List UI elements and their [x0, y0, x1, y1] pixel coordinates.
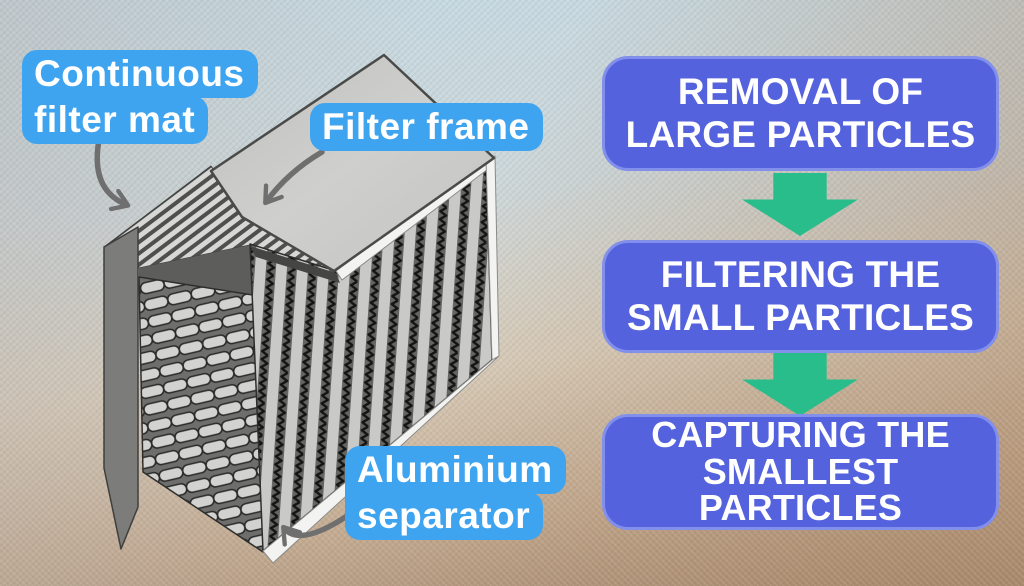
filter-side-panel	[103, 226, 139, 550]
label-line: Filter frame	[310, 103, 543, 151]
flow-step-removal: REMOVAL OF LARGE PARTICLES	[602, 56, 999, 171]
flow-step-line: CAPTURING THE	[651, 413, 950, 455]
flow-step-line: SMALL PARTICLES	[627, 296, 974, 338]
label-line: separator	[345, 492, 544, 540]
flow-step-line: SMALLEST	[702, 450, 899, 492]
label-aluminium-separator: Aluminium separator	[345, 446, 566, 540]
label-line: Aluminium	[345, 446, 566, 494]
flow-step-line: REMOVAL OF	[677, 70, 924, 112]
label-continuous-filter-mat: Continuous filter mat	[22, 50, 258, 144]
flow-step-line: PARTICLES	[698, 487, 903, 529]
mat-shadow-wedge	[139, 245, 259, 296]
label-line: Continuous	[22, 50, 258, 98]
pointer-arrow-icon	[281, 511, 353, 547]
frame-top-shadow	[250, 246, 340, 283]
pointer-arrow-icon	[263, 149, 325, 206]
label-filter-frame: Filter frame	[310, 103, 543, 151]
pointer-arrow-icon	[94, 137, 131, 212]
label-line: filter mat	[22, 96, 209, 144]
flow-step-line: FILTERING THE	[660, 253, 941, 295]
flow-step-line: LARGE PARTICLES	[625, 113, 976, 155]
flow-step-capturing: CAPTURING THE SMALLEST PARTICLES	[602, 414, 999, 530]
filter-mat-face	[138, 276, 264, 553]
flow-step-filtering: FILTERING THE SMALL PARTICLES	[602, 240, 999, 353]
